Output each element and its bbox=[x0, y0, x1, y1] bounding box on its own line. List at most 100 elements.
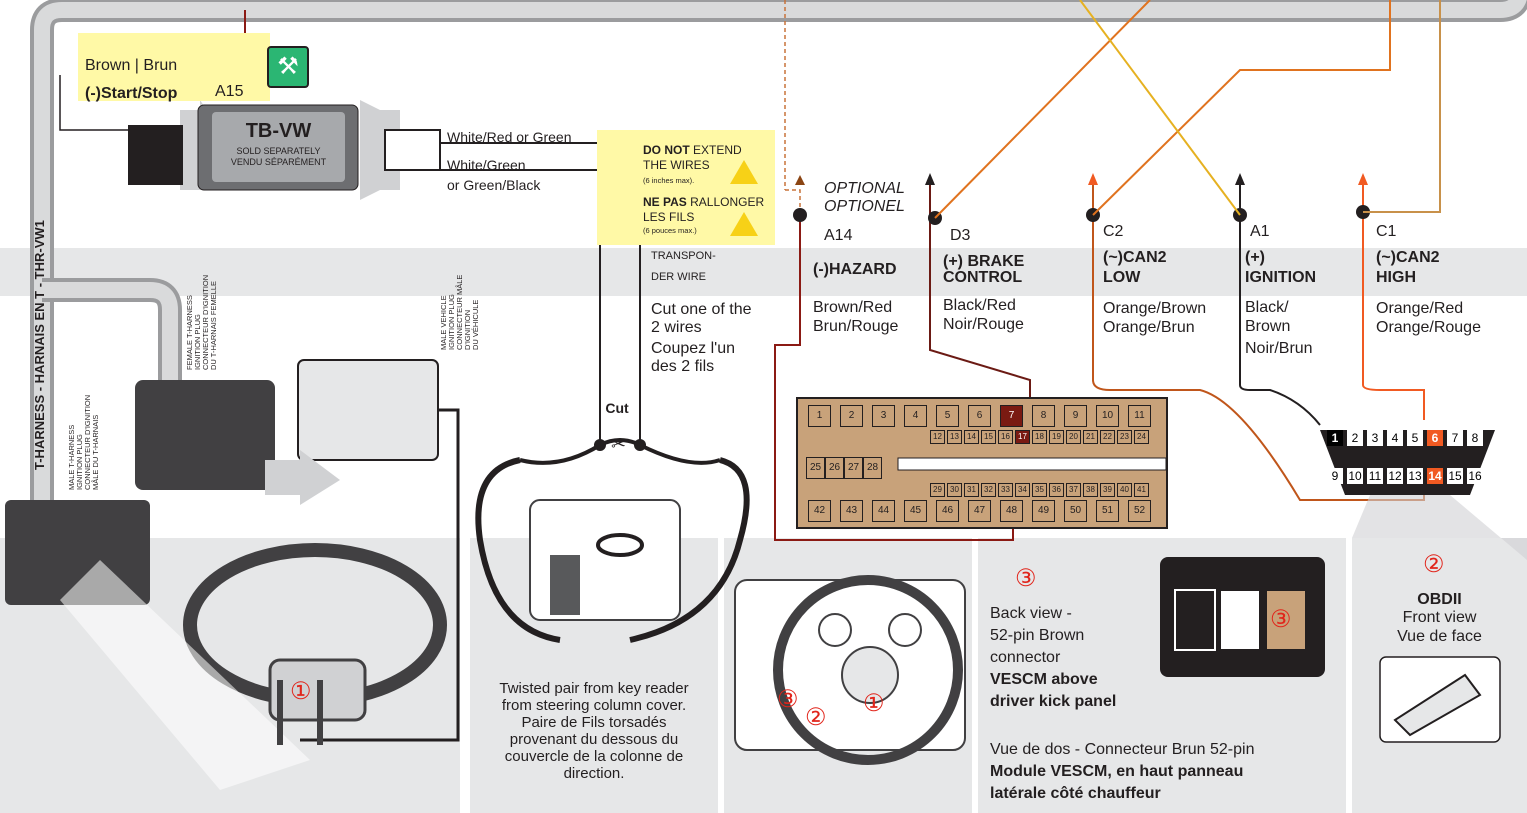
wire-function: (~)CAN2 bbox=[1103, 249, 1167, 266]
warning-line1: DO NOT EXTEND bbox=[643, 143, 742, 157]
wire-function: (-)HAZARD bbox=[813, 261, 897, 278]
male-harness-plug-label: MALE T-HARNESS IGNITION PLUG CONNECTEUR … bbox=[67, 394, 100, 490]
marker-3-dash: ③ bbox=[777, 686, 799, 713]
pin-cell: 40 bbox=[1117, 483, 1132, 497]
module-right-arrow bbox=[360, 100, 400, 200]
pin-cell: 13 bbox=[947, 430, 962, 444]
pin-cell: 9 bbox=[1064, 405, 1087, 427]
obd-pin: 3 bbox=[1367, 430, 1383, 446]
module-right-plug bbox=[384, 129, 441, 171]
pin-cell: 34 bbox=[1015, 483, 1030, 497]
wire-pin: D3 bbox=[950, 227, 971, 244]
pin-cell: 12 bbox=[930, 430, 945, 444]
can-high-wire bbox=[1362, 180, 1425, 420]
pin-cell: 23 bbox=[1117, 430, 1132, 444]
pin-cell: 10 bbox=[1096, 405, 1119, 427]
start-stop-wire-color: Brown | Brun bbox=[85, 57, 178, 74]
pin-cell: 30 bbox=[947, 483, 962, 497]
obd-pin: 9 bbox=[1327, 468, 1343, 484]
obd-title: OBDII bbox=[1417, 591, 1462, 608]
marker-1-dash: ① bbox=[863, 690, 885, 717]
wire-function: (+) BRAKE bbox=[943, 253, 1025, 270]
pin-cell: 37 bbox=[1066, 483, 1081, 497]
pin-cell: 29 bbox=[930, 483, 945, 497]
wire-color-fr: Orange/Brun bbox=[1103, 319, 1195, 336]
vescm-location-1: VESCM above bbox=[990, 671, 1098, 688]
obd-pin: 13 bbox=[1407, 468, 1423, 484]
module-wire-1: White/Red or Green bbox=[447, 129, 572, 145]
obd-pin: 6 bbox=[1427, 430, 1443, 446]
wire-function-2: HIGH bbox=[1376, 269, 1416, 286]
vescm-connector: connector bbox=[990, 649, 1061, 666]
obd-pin: 8 bbox=[1467, 430, 1483, 446]
pin-cell: 33 bbox=[998, 483, 1013, 497]
obd-pin: 16 bbox=[1467, 468, 1483, 484]
twisted-pair bbox=[519, 438, 721, 465]
wire-color-fr: Brun/Rouge bbox=[813, 318, 899, 335]
warning-line4: NE PAS RALLONGER bbox=[643, 195, 765, 209]
vescm-52pin: 52-pin Brown bbox=[990, 627, 1085, 644]
cut-label: Cut bbox=[602, 400, 632, 416]
pin-cell: 44 bbox=[872, 500, 895, 522]
module-wire-2b: or Green/Black bbox=[447, 177, 541, 193]
cut-instruction-2: 2 wires bbox=[651, 319, 702, 336]
pin-cell: 47 bbox=[968, 500, 991, 522]
warning-icon bbox=[730, 160, 758, 184]
start-stop-function: (-)Start/Stop bbox=[85, 85, 178, 102]
marker-1-steering: ① bbox=[290, 678, 312, 705]
pin-cell: 17 bbox=[1015, 430, 1030, 444]
warning-icon bbox=[730, 212, 758, 236]
wire-function: (~)CAN2 bbox=[1376, 249, 1440, 266]
pin-cell: 32 bbox=[981, 483, 996, 497]
cut-instruction-4: des 2 fils bbox=[651, 358, 715, 375]
pin-cell: 45 bbox=[904, 500, 927, 522]
female-plug-label: FEMALE T-HARNESS IGNITION PLUG CONNECTEU… bbox=[185, 274, 218, 370]
wire-color-en: Brown/Red bbox=[813, 299, 893, 316]
vescm-fr-1: Vue de dos - Connecteur Brun 52-pin bbox=[990, 741, 1255, 758]
vescm-connector-marker: ③ bbox=[1270, 606, 1292, 633]
obd-front-view: Front view bbox=[1402, 609, 1477, 626]
obd-vue-de-face: Vue de face bbox=[1397, 628, 1482, 645]
module-vendu-separement: VENDU SÉPARÉMENT bbox=[230, 157, 327, 167]
female-plug-shape bbox=[135, 380, 275, 490]
obd-pin: 10 bbox=[1347, 468, 1363, 484]
pin-cell: 18 bbox=[1032, 430, 1047, 444]
pin-cell: 49 bbox=[1032, 500, 1055, 522]
module-name: TB-VW bbox=[245, 120, 312, 142]
pin-cell: 1 bbox=[808, 405, 831, 427]
wire-function-2: LOW bbox=[1103, 269, 1141, 286]
optional-label-fr: OPTIONEL bbox=[824, 198, 905, 215]
obd-pin: 14 bbox=[1427, 468, 1443, 484]
pin-cell: 35 bbox=[1032, 483, 1047, 497]
pin-cell: 41 bbox=[1134, 483, 1149, 497]
cut-instruction-1: Cut one of the bbox=[651, 301, 752, 318]
pin-cell: 38 bbox=[1083, 483, 1098, 497]
pin-cell: 14 bbox=[964, 430, 979, 444]
pin-cell: 2 bbox=[840, 405, 863, 427]
vescm-location-2: driver kick panel bbox=[990, 693, 1117, 710]
warning-line3: (6 inches max). bbox=[643, 176, 695, 185]
wrench-icon: ⚒ bbox=[267, 46, 309, 88]
brake-wire bbox=[929, 180, 1031, 411]
pin-cell: 36 bbox=[1049, 483, 1064, 497]
obd-pin: 1 bbox=[1327, 430, 1343, 446]
obd-pin: 7 bbox=[1447, 430, 1463, 446]
pin-cell: 20 bbox=[1066, 430, 1081, 444]
ignition-wire bbox=[1239, 180, 1321, 426]
pin-cell: 43 bbox=[840, 500, 863, 522]
pin-cell: 15 bbox=[981, 430, 996, 444]
wire-color-en: Black/Red bbox=[943, 297, 1016, 314]
wire-function-2: CONTROL bbox=[943, 269, 1023, 286]
pin-cell: 22 bbox=[1100, 430, 1115, 444]
pin-cell: 11 bbox=[1128, 405, 1151, 427]
male-vehicle-plug-shape bbox=[297, 359, 439, 461]
pin-cell: 4 bbox=[904, 405, 927, 427]
marker-2-dash: ② bbox=[805, 704, 827, 731]
wire-pin: C1 bbox=[1376, 223, 1397, 240]
obd-pin: 2 bbox=[1347, 430, 1363, 446]
pin-cell: 39 bbox=[1100, 483, 1115, 497]
wire-color-en: Orange/Red bbox=[1376, 300, 1464, 317]
wire-pin: A14 bbox=[824, 227, 853, 244]
pin-cell: 6 bbox=[968, 405, 991, 427]
harness-label: T-HARNESS - HARNAIS EN T - THR-VW1 bbox=[32, 220, 47, 470]
